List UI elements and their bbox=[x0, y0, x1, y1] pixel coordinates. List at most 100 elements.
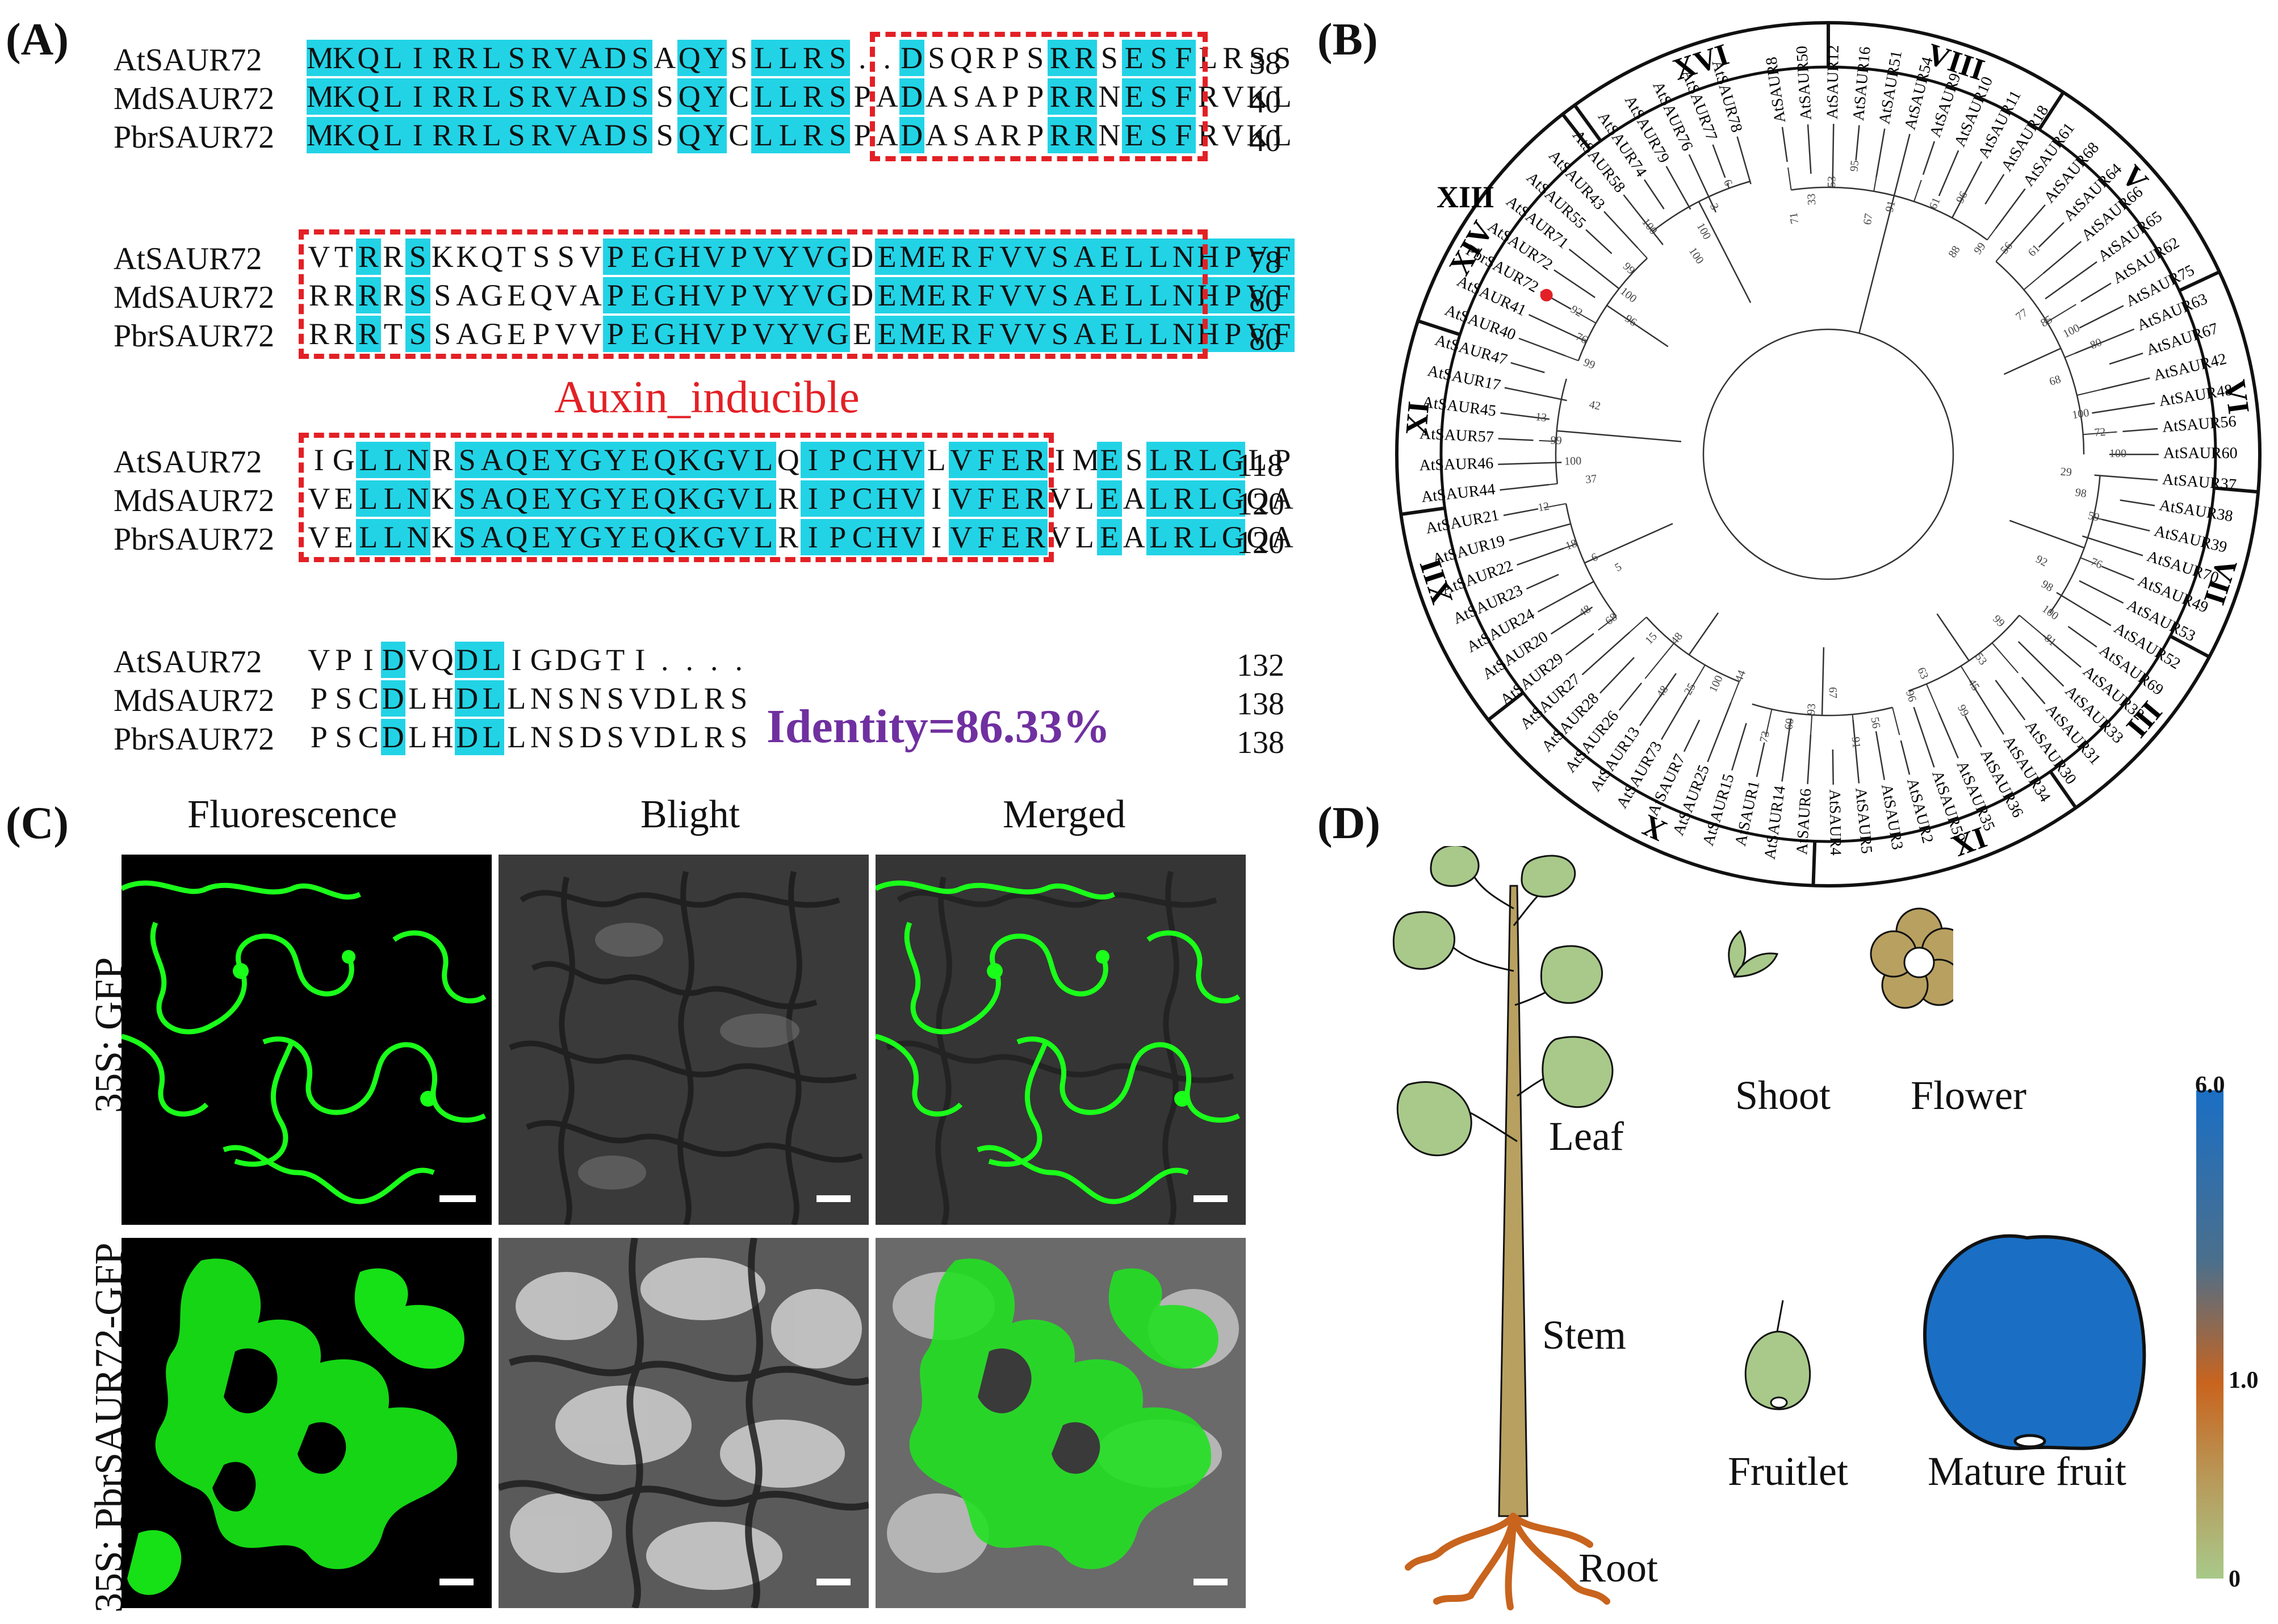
pear-plant-diagram bbox=[1392, 846, 1953, 1610]
residue: P bbox=[310, 681, 328, 715]
residue: R bbox=[529, 40, 554, 76]
tree-branch bbox=[2093, 517, 2110, 522]
residue: E bbox=[627, 480, 652, 517]
tree-branch bbox=[1756, 742, 1765, 777]
tree-branch bbox=[1893, 133, 1911, 196]
residue: V bbox=[554, 117, 579, 153]
residue: R bbox=[1023, 480, 1048, 517]
residue: R bbox=[1072, 117, 1097, 153]
residue: F bbox=[973, 238, 998, 275]
tree-branch bbox=[1765, 709, 1773, 738]
tree-branch bbox=[2079, 580, 2124, 604]
flower-shape bbox=[1870, 907, 1953, 1009]
residue: S bbox=[405, 277, 430, 313]
identity-label: Identity=86.33% bbox=[767, 700, 1111, 753]
tree-leaf-label: AtSAUR17 bbox=[1426, 362, 1502, 395]
tree-bootstrap: 100 bbox=[1618, 285, 1639, 305]
tree-bootstrap: 76 bbox=[1574, 330, 1589, 346]
alignment-position: 80 bbox=[1249, 322, 1281, 357]
residue: . bbox=[661, 643, 669, 677]
residue: P bbox=[603, 316, 628, 352]
residue: L bbox=[1199, 41, 1218, 75]
residue: I bbox=[801, 480, 826, 517]
tree-group-divider bbox=[2049, 770, 2078, 809]
residue: S bbox=[627, 78, 652, 115]
residue: A bbox=[479, 442, 504, 478]
residue: I bbox=[635, 643, 646, 677]
residue: S bbox=[504, 78, 529, 115]
tree-group-divider bbox=[1573, 104, 1602, 143]
residue: L bbox=[356, 480, 381, 517]
tree-group-divider bbox=[1417, 319, 1461, 337]
residue: . bbox=[710, 643, 718, 677]
tree-branch bbox=[1698, 201, 1752, 303]
residue: T bbox=[334, 240, 353, 274]
residue: C bbox=[728, 118, 749, 152]
tree-bootstrap: 12 bbox=[1537, 500, 1551, 514]
residue: D bbox=[380, 719, 405, 755]
alignment-row-name: MdSAUR72 bbox=[114, 483, 275, 518]
residue: E bbox=[627, 238, 652, 275]
tree-branch bbox=[2045, 261, 2097, 300]
residue: G bbox=[1220, 480, 1245, 517]
residue: I bbox=[931, 482, 942, 516]
residue: N bbox=[1171, 316, 1196, 352]
residue: F bbox=[1270, 277, 1295, 313]
residue: Y bbox=[603, 480, 628, 517]
residue: N bbox=[530, 681, 552, 715]
residue: A bbox=[456, 278, 479, 312]
residue: A bbox=[1072, 238, 1097, 275]
residue: H bbox=[1196, 238, 1221, 275]
tree-branch bbox=[1681, 664, 1706, 705]
residue: E bbox=[1097, 277, 1122, 313]
residue: R bbox=[801, 40, 826, 76]
residue: L bbox=[1272, 79, 1292, 114]
residue: A bbox=[876, 79, 898, 114]
residue: V bbox=[308, 482, 330, 516]
image-pbrsaur72-fluorescence bbox=[122, 1238, 492, 1608]
tree-branch bbox=[1556, 430, 1682, 442]
residue: L bbox=[1196, 442, 1221, 478]
residue: L bbox=[776, 117, 801, 153]
tree-branch bbox=[1648, 227, 1653, 232]
organ-label-stem: Stem bbox=[1542, 1312, 1627, 1358]
residue: S bbox=[1048, 277, 1073, 313]
residue: S bbox=[928, 41, 945, 75]
alignment-position: 132 bbox=[1237, 648, 1284, 683]
residue: L bbox=[1121, 277, 1146, 313]
tree-bootstrap: 33 bbox=[1805, 193, 1818, 205]
panel-label-b: (B) bbox=[1317, 15, 1378, 65]
residue: F bbox=[1171, 117, 1196, 153]
residue: S bbox=[557, 720, 575, 754]
residue: . bbox=[883, 41, 891, 75]
tree-bootstrap: 92 bbox=[2034, 553, 2050, 570]
residue: G bbox=[332, 443, 355, 477]
residue: R bbox=[949, 238, 974, 275]
tree-bootstrap: 61 bbox=[2026, 242, 2043, 259]
scale-bar bbox=[439, 1579, 474, 1585]
tree-bootstrap: 96 bbox=[1623, 312, 1639, 329]
alignment-row-name: PbrSAUR72 bbox=[114, 722, 275, 757]
residue: V bbox=[702, 316, 727, 352]
residue: R bbox=[529, 78, 554, 115]
residue: G bbox=[578, 519, 603, 555]
tree-branch bbox=[1688, 154, 1717, 213]
residue: C bbox=[728, 79, 749, 114]
residue: S bbox=[1027, 41, 1044, 75]
residue: Y bbox=[603, 519, 628, 555]
residue: S bbox=[1146, 78, 1171, 115]
alignment-position: 138 bbox=[1237, 687, 1284, 722]
residue: S bbox=[405, 316, 430, 352]
tree-branch bbox=[1686, 202, 1690, 207]
residue: R bbox=[1072, 78, 1097, 115]
residue: V bbox=[751, 277, 776, 313]
image-gfp-fluorescence bbox=[122, 855, 492, 1225]
tree-branch bbox=[1498, 438, 1534, 441]
residue: S bbox=[627, 117, 652, 153]
residue: L bbox=[380, 117, 405, 153]
alignment-row-name: AtSAUR72 bbox=[114, 644, 262, 680]
residue: R bbox=[801, 78, 826, 115]
tree-bootstrap: 100 bbox=[2109, 447, 2126, 460]
